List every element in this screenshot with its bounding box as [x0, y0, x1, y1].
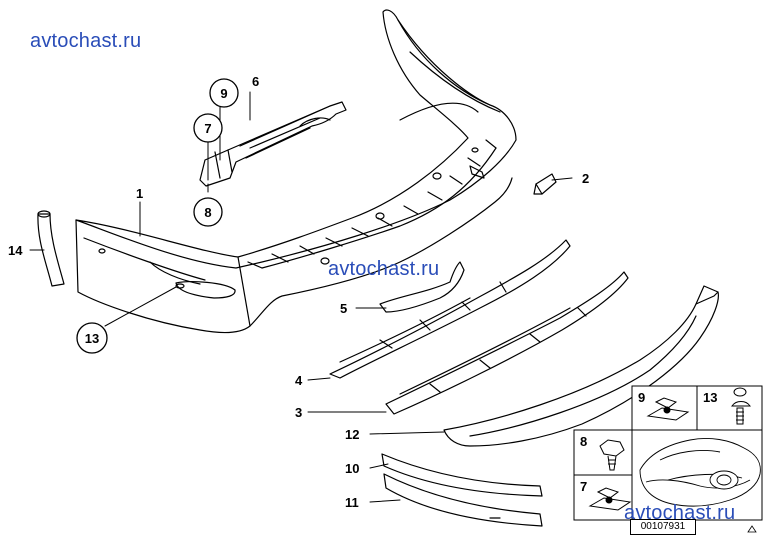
clip-nut-icon [646, 397, 690, 421]
callout-circle-7: 7 [193, 113, 223, 143]
legend-13: 13 [703, 390, 717, 405]
callout-11: 11 [345, 495, 359, 510]
rear-bumper-cover [75, 9, 517, 334]
reference-number: 00107931 [630, 519, 696, 535]
watermark: avtochast.ru [328, 258, 440, 280]
legend-7: 7 [580, 479, 587, 494]
callout-12: 12 [345, 427, 359, 442]
legend-8: 8 [580, 434, 587, 449]
callout-7: 7 [204, 121, 211, 136]
callout-numbers: 1 2 3 4 5 6 12 10 11 14 [8, 74, 589, 510]
part-2-cap [533, 173, 557, 195]
callout-3: 3 [295, 405, 302, 420]
callout-13: 13 [85, 331, 99, 346]
callout-circle-8: 8 [193, 197, 223, 227]
callout-5: 5 [340, 301, 347, 316]
part-10-strip [381, 453, 543, 497]
watermark: avtochast.ru [624, 502, 736, 524]
part-14-hose [37, 210, 65, 287]
legend-numbers: 9 13 8 7 [580, 390, 717, 494]
triangle-icon [747, 525, 757, 533]
callout-4: 4 [295, 373, 303, 388]
leader-lines [29, 91, 573, 503]
fastener-legend [573, 385, 763, 521]
callout-10: 10 [345, 461, 359, 476]
callout-14: 14 [8, 243, 23, 258]
circled-callouts: 9 7 8 13 [76, 78, 239, 354]
callout-circle-13: 13 [76, 322, 108, 354]
callout-6: 6 [252, 74, 259, 89]
part-5-strip [379, 261, 465, 313]
hex-bolt-icon [599, 439, 625, 471]
callout-2: 2 [582, 171, 589, 186]
part-11-strip [383, 473, 543, 527]
part-4-trim [329, 239, 571, 379]
watermark: avtochast.ru [30, 30, 142, 52]
callout-circle-9: 9 [209, 78, 239, 108]
part-6-bracket [199, 101, 347, 187]
legend-9: 9 [638, 390, 645, 405]
part-12-diffuser [443, 285, 719, 447]
clip-nut-icon-2 [588, 487, 632, 511]
car-silhouette-icon [639, 437, 761, 507]
callout-8: 8 [204, 205, 211, 220]
callout-1: 1 [136, 186, 143, 201]
callout-9: 9 [220, 86, 227, 101]
part-3-trim [385, 271, 629, 415]
push-rivet-icon [731, 387, 751, 425]
